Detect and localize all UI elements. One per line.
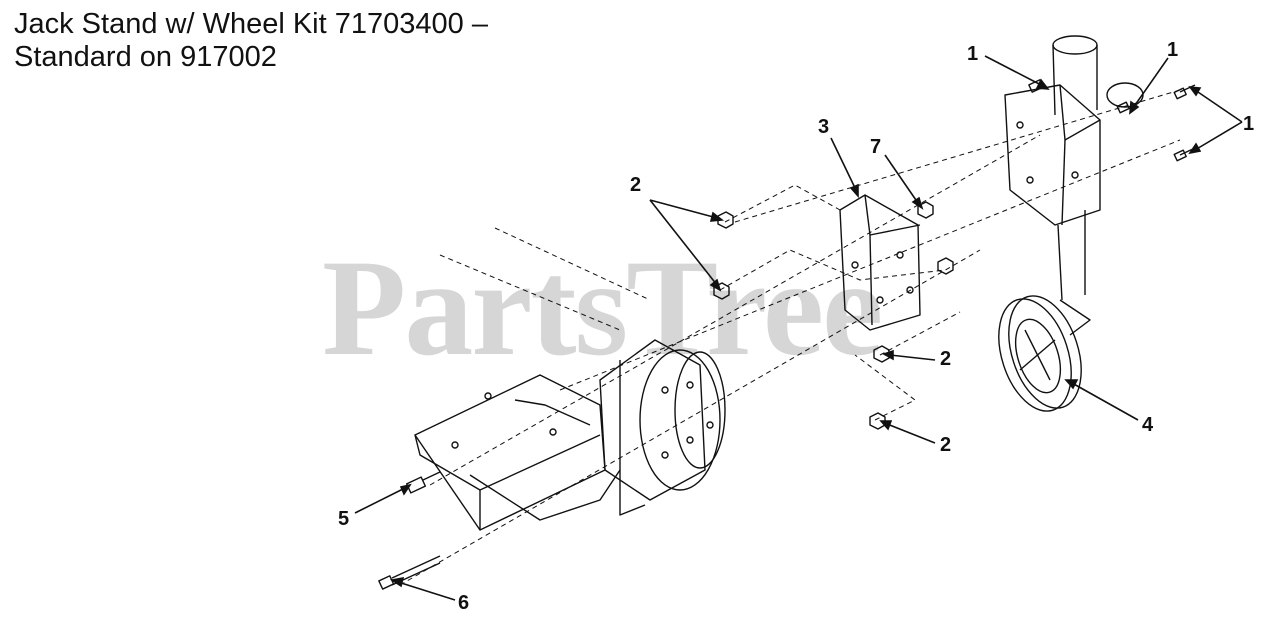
callout-1-top: 1 xyxy=(1167,39,1178,61)
callout-3: 3 xyxy=(818,116,829,138)
wheel xyxy=(998,295,1082,412)
diagram-title: Jack Stand w/ Wheel Kit 71703400 – Stand… xyxy=(14,8,488,74)
callout-2-upper: 2 xyxy=(630,174,641,196)
mounting-bracket xyxy=(839,194,921,331)
callout-1-right: 1 xyxy=(1243,113,1254,135)
partstree-watermark: PartsTree xyxy=(322,231,883,384)
callout-leaders xyxy=(354,55,1243,601)
callout-4: 4 xyxy=(1142,414,1154,436)
nut-part-7 xyxy=(917,201,934,219)
callout-6: 6 xyxy=(458,592,469,614)
callout-5: 5 xyxy=(338,508,349,530)
frame-axle-assembly xyxy=(414,339,726,531)
title-line-1: Jack Stand w/ Wheel Kit 71703400 – xyxy=(14,8,488,40)
callout-1-left: 1 xyxy=(967,43,978,65)
nuts-part-2 xyxy=(713,211,954,430)
bolt-part-5 xyxy=(405,471,441,494)
callout-2-lower: 2 xyxy=(940,434,951,456)
callout-2-middle: 2 xyxy=(940,348,951,370)
jack-stand xyxy=(1004,35,1144,336)
title-line-2: Standard on 917002 xyxy=(14,41,277,73)
callout-7: 7 xyxy=(870,136,881,158)
bolt-part-6 xyxy=(378,555,441,590)
